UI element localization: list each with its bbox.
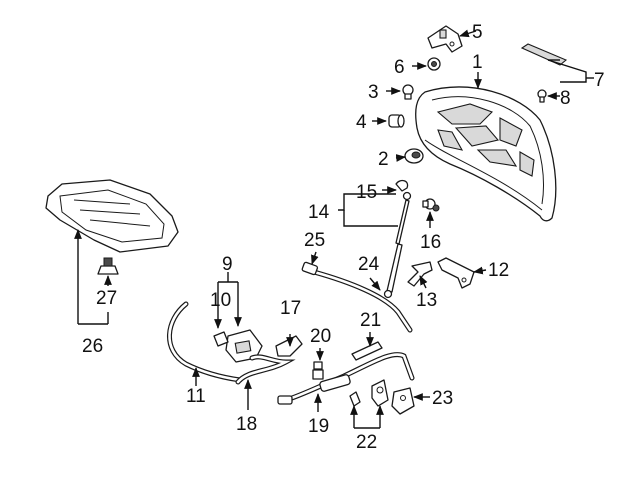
callout-22: 22 xyxy=(356,432,377,453)
seal-clip xyxy=(537,89,547,103)
callout-6: 6 xyxy=(394,57,405,78)
callout-14: 14 xyxy=(308,202,330,223)
callout-4: 4 xyxy=(356,112,367,133)
handle-bracket xyxy=(371,379,389,407)
callout-21: 21 xyxy=(360,310,381,331)
front-seal xyxy=(167,301,243,383)
handle-clip xyxy=(349,391,361,407)
prop-rod xyxy=(311,269,413,333)
hood-panel xyxy=(415,86,557,222)
callout-3: 3 xyxy=(368,82,379,103)
rod-holder xyxy=(301,261,319,276)
insulator-clip xyxy=(97,257,119,275)
callout-1: 1 xyxy=(472,52,483,73)
callout-25: 25 xyxy=(304,230,325,251)
callout-23: 23 xyxy=(432,388,453,409)
callout-2: 2 xyxy=(378,149,389,170)
callout-17: 17 xyxy=(280,298,301,319)
callout-11: 11 xyxy=(186,386,206,407)
grommet xyxy=(388,114,405,128)
cable-guide xyxy=(275,335,303,357)
hood-strut xyxy=(383,191,412,299)
leader-lines xyxy=(74,29,594,429)
callout-7: 7 xyxy=(594,70,605,91)
latch-bolt xyxy=(213,331,229,347)
callout-labels: 1 2 3 4 5 6 7 8 9 10 11 12 13 14 15 16 1… xyxy=(82,22,605,453)
callout-8: 8 xyxy=(560,88,571,109)
strut-clip xyxy=(395,179,409,192)
callout-26: 26 xyxy=(82,336,103,357)
hood-clip xyxy=(402,84,414,100)
callout-12: 12 xyxy=(488,260,509,281)
callout-27: 27 xyxy=(96,288,117,309)
callout-18: 18 xyxy=(236,414,257,435)
hood-hinge xyxy=(427,25,463,53)
callout-13: 13 xyxy=(416,290,437,311)
hood-seal-strip xyxy=(520,43,568,66)
hood-insulator xyxy=(45,179,179,253)
callout-15: 15 xyxy=(356,182,377,203)
release-handle xyxy=(351,341,383,361)
strut-bracket-lower xyxy=(407,261,433,287)
callout-19: 19 xyxy=(308,416,329,437)
push-pin xyxy=(312,361,324,380)
callout-10: 10 xyxy=(210,290,231,311)
callout-20: 20 xyxy=(310,326,331,347)
hood-bumper xyxy=(404,148,424,164)
callout-9: 9 xyxy=(222,254,233,275)
callout-5: 5 xyxy=(472,22,483,43)
hinge-nut xyxy=(427,57,441,71)
callout-24: 24 xyxy=(358,254,380,275)
callout-16: 16 xyxy=(420,232,441,253)
strut-ball-stud xyxy=(422,198,440,212)
release-cable xyxy=(235,354,296,385)
release-handle-cable xyxy=(277,352,415,405)
strut-bracket-upper xyxy=(437,257,475,289)
handle-bezel xyxy=(391,387,415,415)
